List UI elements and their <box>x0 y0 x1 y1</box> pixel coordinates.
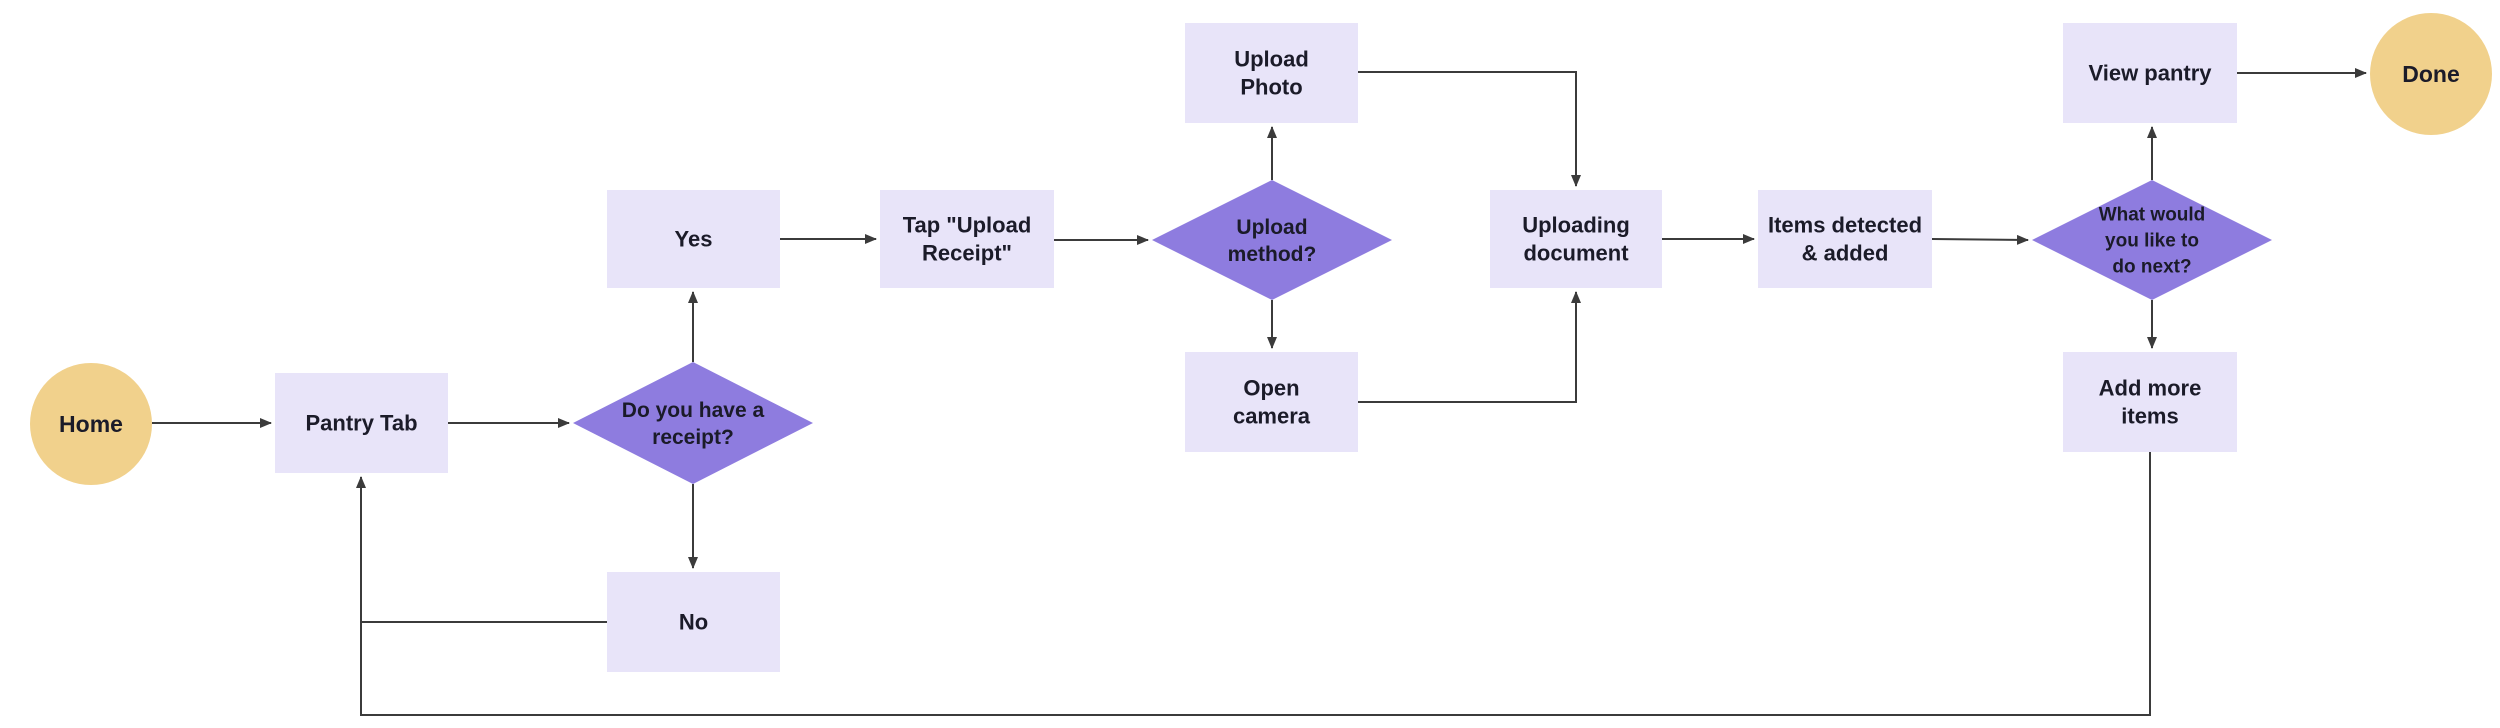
terminal-shape-home <box>30 363 152 485</box>
decision-shape-receipt-question <box>573 362 813 484</box>
terminal-shape-done <box>2370 13 2492 135</box>
flow-node-no: No <box>607 572 780 672</box>
flow-node-done: Done <box>2370 13 2492 135</box>
flow-node-yes: Yes <box>607 190 780 288</box>
node-label-view-pantry: View pantry <box>2088 61 2212 86</box>
process-shape-pantry-tab <box>275 373 448 473</box>
flow-node-items-detected: Items detected& added <box>1758 190 1932 288</box>
node-label-items-detected: Items detected& added <box>1768 213 1922 266</box>
node-label-no: No <box>679 610 708 635</box>
process-shape-uploading-document <box>1490 190 1662 288</box>
process-shape-view-pantry <box>2063 23 2237 123</box>
process-shape-tap-upload-receipt <box>880 190 1054 288</box>
process-shape-yes <box>607 190 780 288</box>
process-shape-items-detected <box>1758 190 1932 288</box>
process-shape-open-camera <box>1185 352 1358 452</box>
process-shape-no <box>607 572 780 672</box>
decision-shape-next-question <box>2032 180 2272 300</box>
flow-node-view-pantry: View pantry <box>2063 23 2237 123</box>
flow-edge-items-detected-to-next-question <box>1931 234 2029 245</box>
process-shape-add-more-items <box>2063 352 2237 452</box>
node-label-done: Done <box>2402 61 2460 87</box>
decision-shape-upload-method <box>1152 180 1392 300</box>
node-label-yes: Yes <box>675 227 713 252</box>
flow-edge-add-more-items-loop-to-pantry-tab <box>356 452 2151 716</box>
node-label-home: Home <box>59 411 123 437</box>
flow-node-home: Home <box>30 363 152 485</box>
node-label-pantry-tab: Pantry Tab <box>305 411 417 436</box>
flow-edge-upload-photo-to-uploading-document <box>1358 71 1581 187</box>
flow-node-pantry-tab: Pantry Tab <box>275 373 448 473</box>
process-shape-upload-photo <box>1185 23 1358 123</box>
flow-edge-open-camera-to-uploading-document <box>1358 291 1581 403</box>
